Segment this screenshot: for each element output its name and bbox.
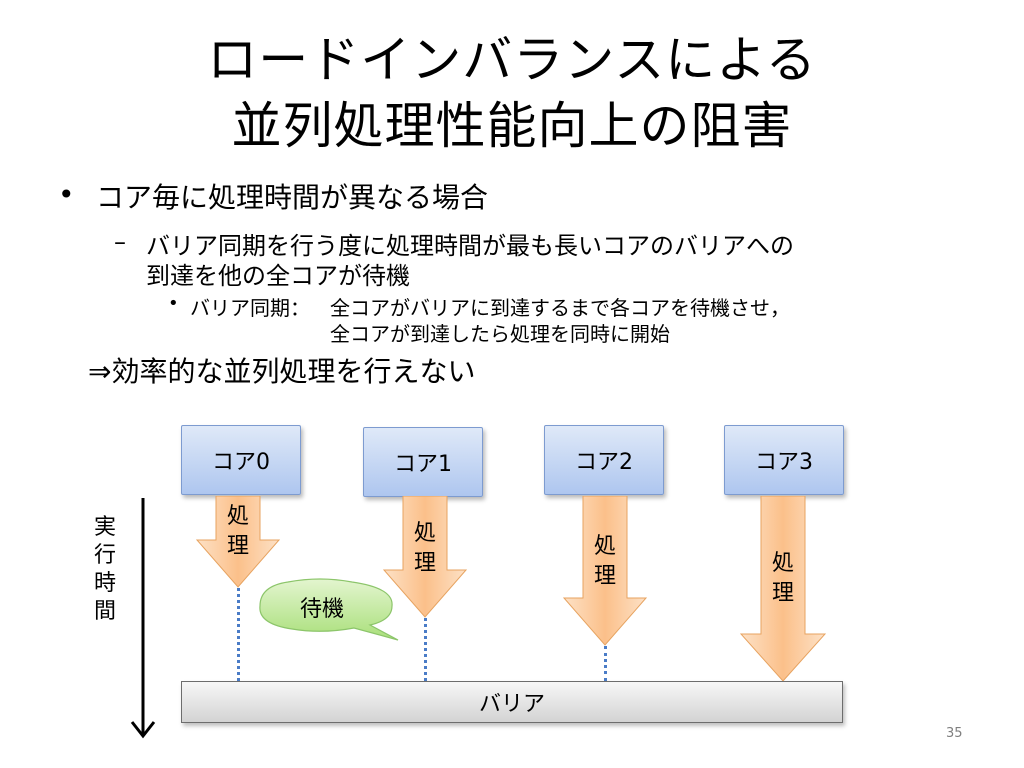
process-label-0: 処理 — [226, 504, 249, 559]
process-arrow-1 — [383, 496, 467, 618]
bullet-core-time-differs: コア毎に処理時間が異なる場合 — [96, 181, 489, 214]
barrier-bar: バリア — [181, 681, 843, 723]
barrier-sync-def-line2: 全コアが到達したら処理を同時に開始 — [330, 322, 670, 346]
slide-title-line1: ロードインバランスによる — [207, 31, 817, 89]
process-arrow-0 — [196, 496, 280, 588]
time-axis-label: 実 行 時 間 — [93, 515, 116, 624]
sub-bullet-line2: 到達を他の全コアが待機 — [146, 262, 410, 290]
conclusion-text: ⇒効率的な並列処理を行えない — [88, 355, 476, 388]
barrier-sync-def-line1: 全コアがバリアに到達するまで各コアを待機させ， — [330, 296, 790, 320]
sub-bullet-line1: バリア同期を行う度に処理時間が最も長いコアのバリアへの — [146, 232, 794, 260]
wait-line-0 — [237, 588, 240, 681]
page-number: 35 — [946, 726, 963, 741]
process-label-2: 処理 — [593, 534, 616, 589]
time-axis-arrow — [130, 498, 156, 739]
subsub-bullet-marker: • — [168, 293, 179, 314]
sub-bullet-marker: – — [114, 228, 126, 256]
core-box-0: コア0 — [181, 425, 301, 495]
core-box-3: コア3 — [724, 425, 844, 495]
process-arrow-2 — [563, 496, 647, 646]
wait-speech-bubble — [259, 578, 399, 641]
bullet-marker: • — [58, 178, 75, 211]
wait-label: 待機 — [300, 597, 345, 622]
process-label-3: 処理 — [771, 551, 794, 606]
process-label-1: 処理 — [413, 521, 436, 576]
core-box-2: コア2 — [544, 425, 664, 495]
barrier-sync-term: バリア同期： — [190, 296, 310, 320]
wait-line-1 — [424, 618, 427, 681]
slide-title-line2: 並列処理性能向上の阻害 — [231, 97, 793, 155]
process-arrow-3 — [740, 496, 826, 682]
wait-line-2 — [604, 646, 607, 681]
core-box-1: コア1 — [363, 427, 483, 497]
